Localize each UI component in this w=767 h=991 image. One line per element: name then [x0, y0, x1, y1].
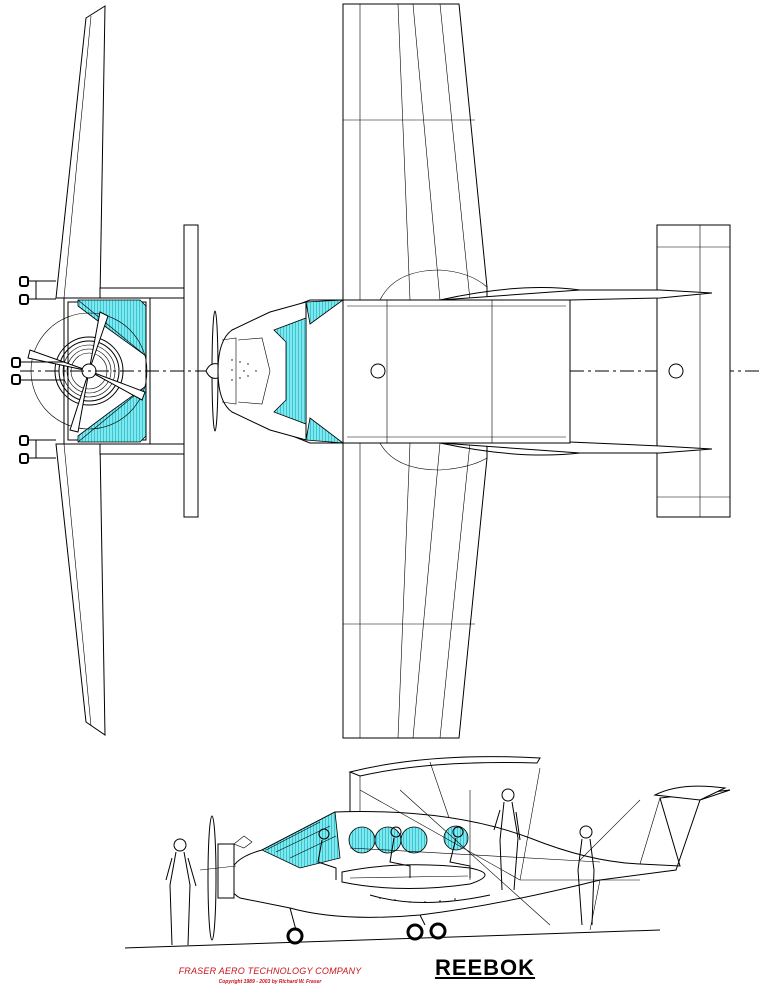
side-nose-wheel [286, 927, 304, 945]
scale-figure-front [165, 838, 197, 946]
seated-pilot [317, 828, 337, 880]
front-wing-upper [55, 5, 106, 299]
scale-figure-tail [577, 825, 595, 926]
front-prop-blade-3 [88, 370, 146, 401]
side-main-wheel-1 [406, 923, 424, 941]
aircraft-title: REEBOK [434, 955, 536, 980]
side-engine [217, 843, 235, 899]
side-window-3 [400, 826, 428, 854]
front-prop-blade-1 [88, 311, 109, 372]
side-wing [348, 756, 541, 777]
front-gear-upper [19, 276, 56, 305]
top-nose-dots [231, 359, 257, 381]
side-floor-dots [379, 897, 456, 903]
top-tail-pivot [668, 363, 684, 379]
company-name: FRASER AERO TECHNOLOGY COMPANY [178, 966, 362, 976]
front-strut-upper [99, 287, 191, 299]
front-wing-lower [55, 443, 106, 736]
front-gear-center [11, 357, 64, 385]
ground-line [124, 929, 661, 949]
front-prop-blade-4 [69, 370, 90, 433]
side-fuselage [228, 789, 731, 918]
scale-figure-rear [493, 788, 521, 891]
top-spinner [205, 363, 219, 379]
seated-passenger-1 [389, 826, 411, 878]
side-window-2 [374, 826, 402, 854]
seated-passenger-2 [449, 826, 471, 878]
top-wing-pivot [370, 363, 386, 379]
side-propeller [207, 815, 217, 941]
side-view [124, 756, 731, 949]
side-main-wheel-2 [429, 922, 447, 940]
front-gear-lower [19, 435, 56, 464]
top-horizontal-tail [656, 224, 731, 518]
top-windshield [273, 317, 307, 425]
copyright-notice: Copyright 1989 - 2003 by Richard W. Fras… [218, 979, 322, 985]
top-view [205, 3, 731, 739]
front-strut-lower [99, 443, 191, 455]
front-prop-blade-2 [27, 349, 90, 372]
side-vertical-tail [653, 785, 727, 801]
